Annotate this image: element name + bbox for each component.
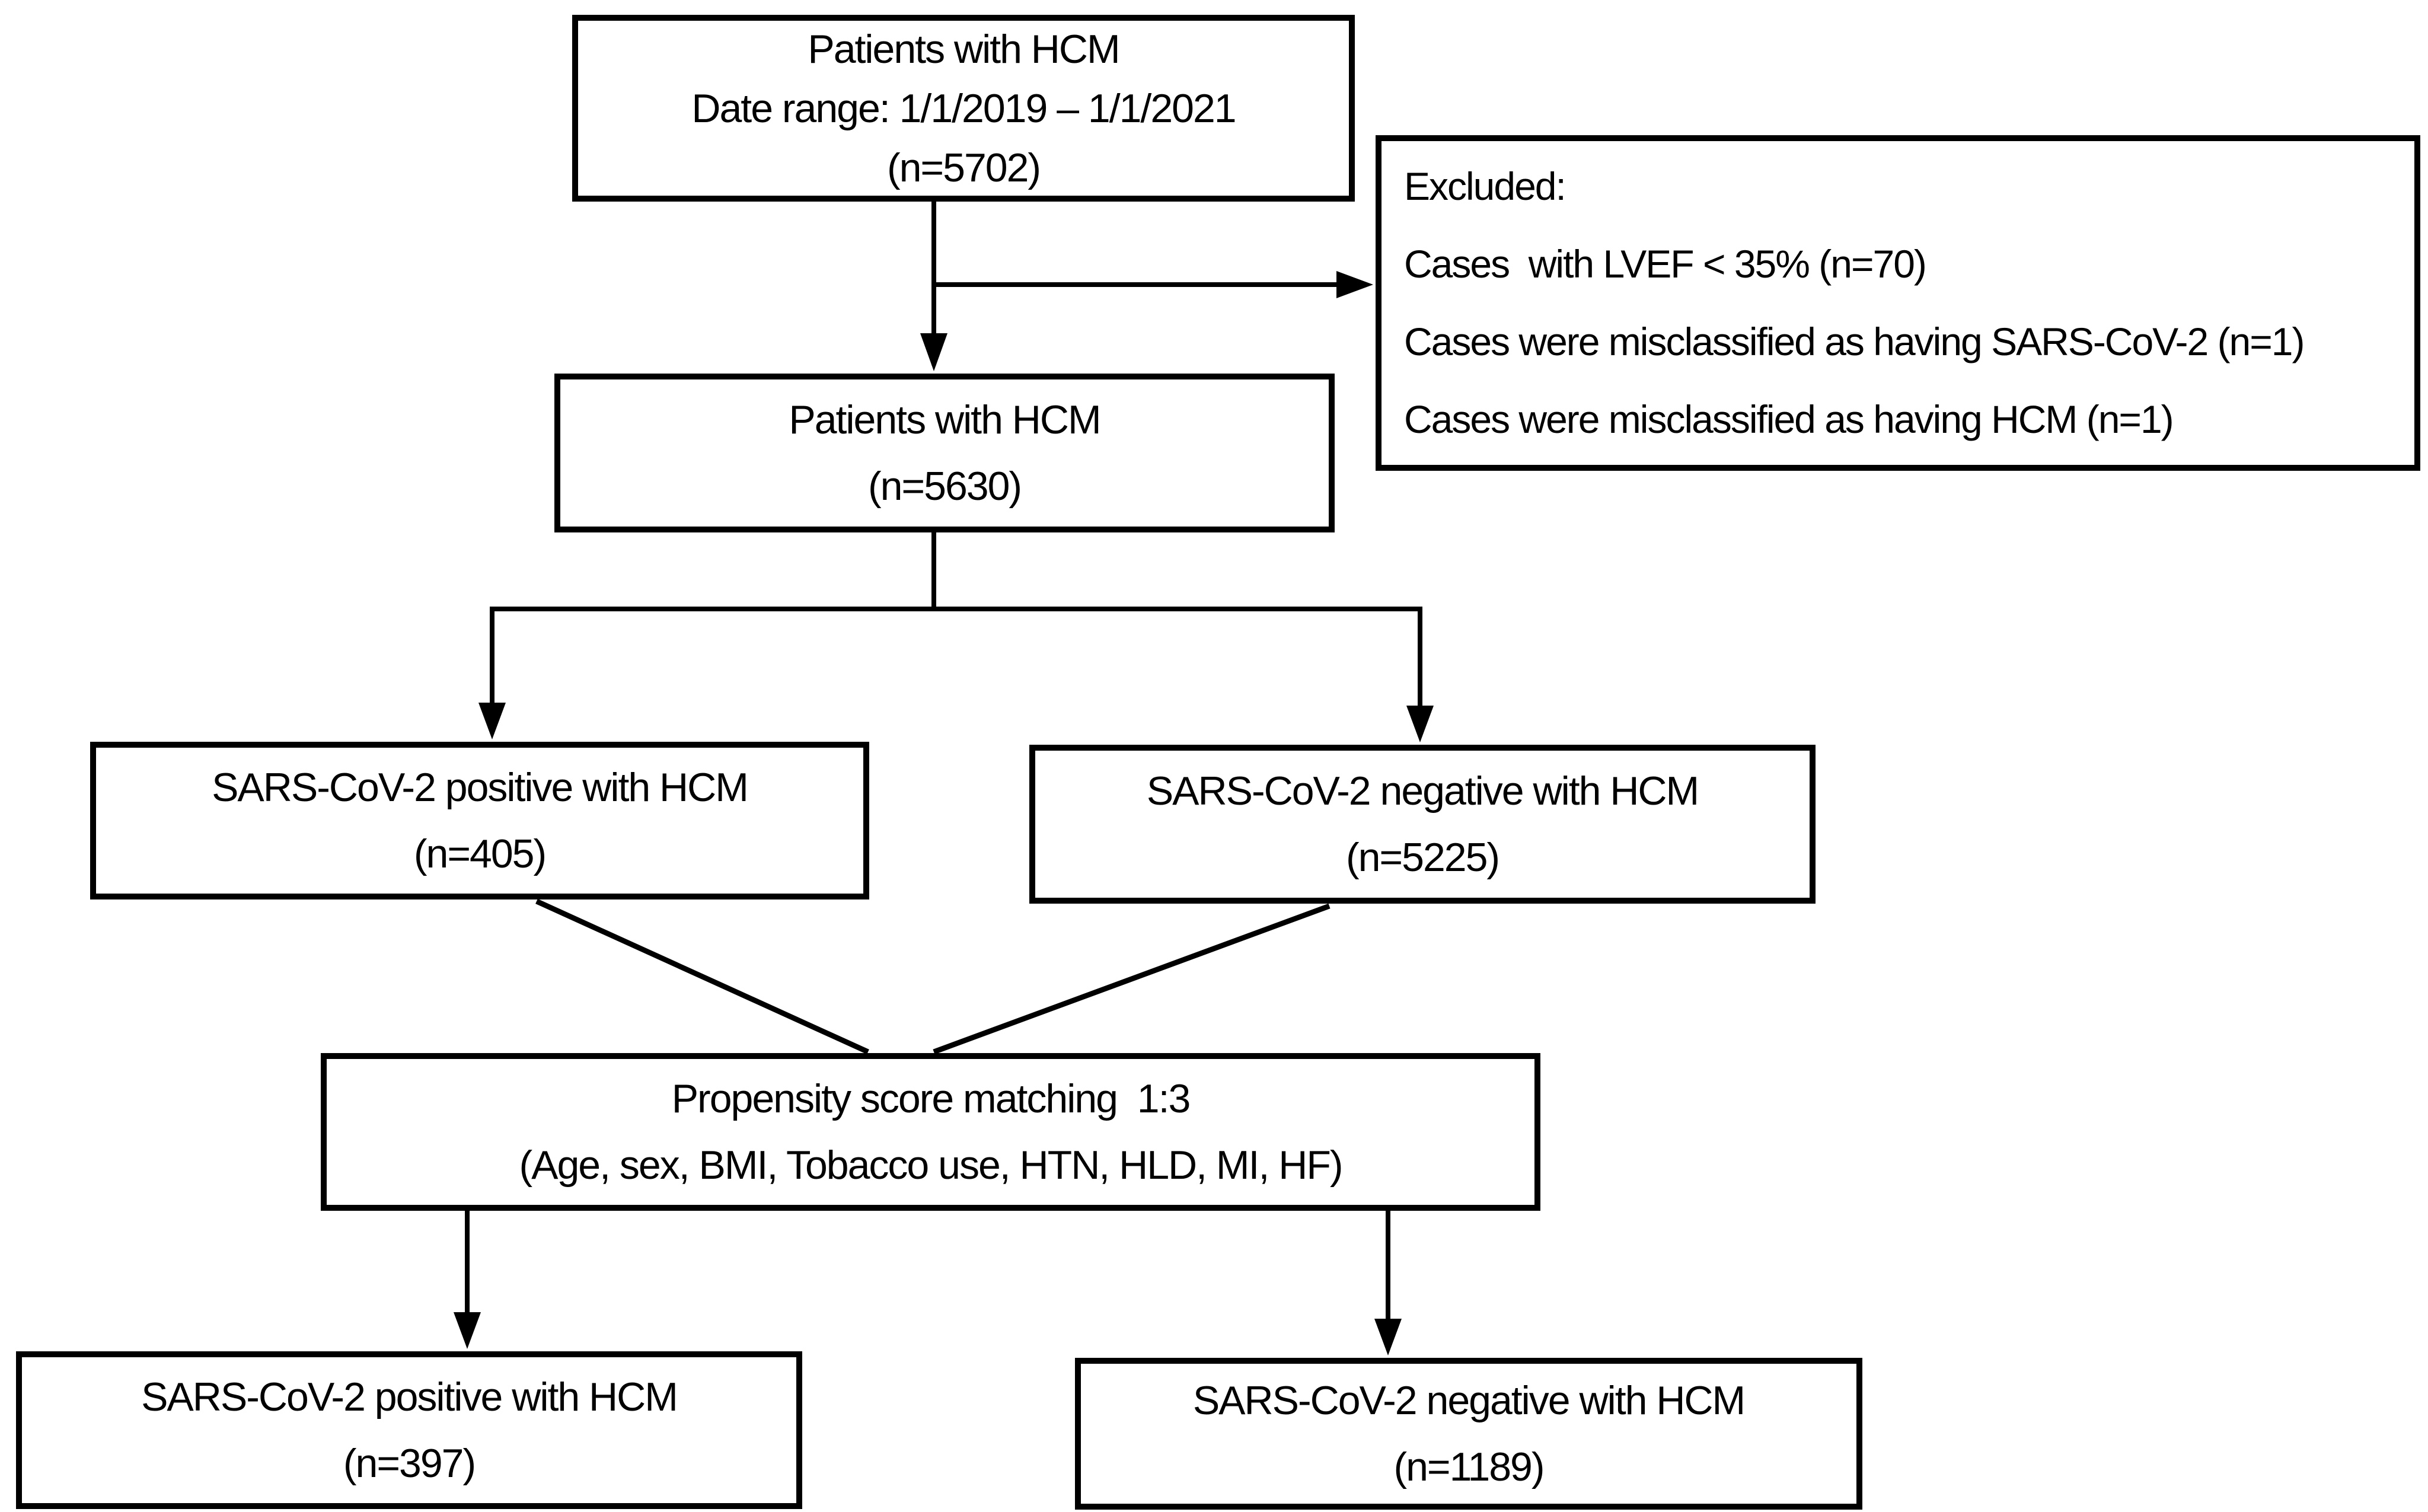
propensity-matching-covariates: (Age, sex, BMI, Tobacco use, HTN, HLD, M… <box>519 1143 1343 1188</box>
excluded-reason-misclassified-hcm: Cases were misclassified as having HCM (… <box>1404 397 2174 441</box>
sars-negative-box: SARS-CoV-2 negative with HCM (n=5225) <box>1029 745 1816 904</box>
excluded-box: Excluded: Cases with LVEF < 35% (n=70) C… <box>1376 135 2420 471</box>
excluded-heading: Excluded: <box>1404 164 1566 208</box>
excluded-reason-misclassified-sars: Cases were misclassified as having SARS-… <box>1404 320 2305 363</box>
sars-positive-title: SARS-CoV-2 positive with HCM <box>212 765 749 810</box>
line-positive-to-matching <box>535 898 869 1055</box>
sars-positive-box: SARS-CoV-2 positive with HCM (n=405) <box>90 742 869 899</box>
arrowhead-matching-to-matched-negative <box>1374 1319 1402 1355</box>
initial-cohort-count: (n=5702) <box>886 145 1041 190</box>
eligible-cohort-box: Patients with HCM (n=5630) <box>554 374 1335 532</box>
matched-sars-negative-count: (n=1189) <box>1393 1444 1545 1489</box>
sars-negative-count: (n=5225) <box>1345 835 1500 880</box>
eligible-cohort-title: Patients with HCM <box>789 397 1101 442</box>
matched-sars-positive-count: (n=397) <box>343 1441 476 1486</box>
arrowhead-matching-to-matched-positive <box>454 1312 481 1349</box>
matched-sars-negative-box: SARS-CoV-2 negative with HCM (n=1189) <box>1075 1358 1862 1510</box>
eligible-cohort-count: (n=5630) <box>867 464 1022 509</box>
initial-cohort-title: Patients with HCM <box>808 26 1120 72</box>
excluded-reason-lvef: Cases with LVEF < 35% (n=70) <box>1404 242 1927 286</box>
arrowhead-split-to-positive <box>478 703 506 739</box>
initial-cohort-box: Patients with HCM Date range: 1/1/2019 –… <box>572 15 1355 202</box>
arrowhead-initial-to-eligible <box>920 333 947 371</box>
matched-sars-positive-box: SARS-CoV-2 positive with HCM (n=397) <box>16 1351 802 1509</box>
propensity-matching-title: Propensity score matching 1:3 <box>671 1076 1191 1121</box>
arrowhead-to-excluded <box>1336 271 1373 298</box>
initial-cohort-date-range: Date range: 1/1/2019 – 1/1/2021 <box>691 85 1236 131</box>
sars-positive-count: (n=405) <box>413 831 547 876</box>
propensity-matching-box: Propensity score matching 1:3 (Age, sex,… <box>321 1053 1540 1211</box>
arrowhead-split-to-negative <box>1406 706 1434 742</box>
line-negative-to-matching <box>933 903 1331 1055</box>
sars-negative-title: SARS-CoV-2 negative with HCM <box>1146 768 1699 814</box>
matched-sars-positive-title: SARS-CoV-2 positive with HCM <box>141 1374 678 1420</box>
matched-sars-negative-title: SARS-CoV-2 negative with HCM <box>1192 1378 1746 1423</box>
